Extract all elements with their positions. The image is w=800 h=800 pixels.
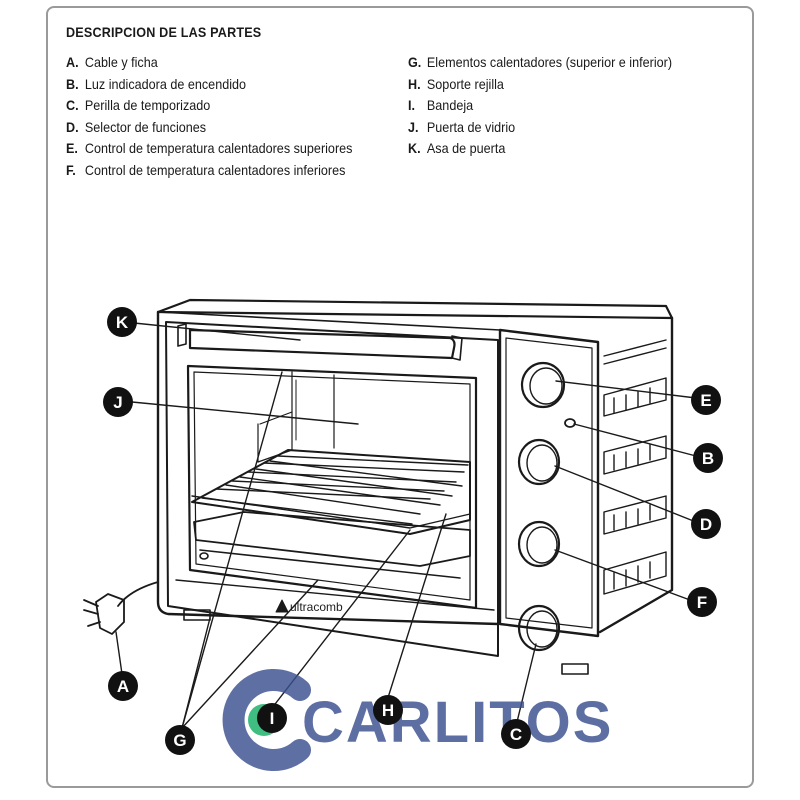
callout-j: J <box>103 387 133 417</box>
baking-tray <box>193 511 471 579</box>
part-item-h: H.Soporte rejilla <box>408 75 504 92</box>
knob-lower-temp[interactable] <box>517 520 561 568</box>
callout-d: D <box>691 509 721 539</box>
svg-text:J: J <box>113 393 122 412</box>
svg-text:E: E <box>700 391 711 410</box>
part-item-a: A.Cable y ficha <box>66 54 158 70</box>
svg-text:D: D <box>700 515 712 534</box>
callout-c: C <box>501 719 531 749</box>
knob-timer[interactable] <box>517 604 561 652</box>
part-item-f: F.Control de temperatura calentadores in… <box>66 161 346 178</box>
side-vents <box>603 339 667 595</box>
part-item-e: E.Control de temperatura calentadores su… <box>66 140 353 156</box>
callout-b: B <box>693 443 723 473</box>
brand-logo: ultracomb <box>275 599 343 614</box>
parts-heading: DESCRIPCION DE LAS PARTES <box>66 24 262 40</box>
power-cord-plug <box>83 581 159 635</box>
knob-upper-temp[interactable] <box>520 361 566 409</box>
parts-list-left: A.Cable y ficha B.Luz indicadora de ence… <box>66 52 352 181</box>
svg-text:K: K <box>116 313 129 332</box>
part-item-i: I.Bandeja <box>408 97 474 113</box>
svg-text:A: A <box>117 677 129 696</box>
svg-text:H: H <box>382 701 394 720</box>
knob-function-selector[interactable] <box>517 438 561 486</box>
control-panel <box>498 328 600 652</box>
brand-logo-text: ultracomb <box>290 600 343 614</box>
svg-text:F: F <box>697 593 707 612</box>
door-handle <box>177 323 463 361</box>
watermark-text: CARLITOS <box>302 690 613 755</box>
diagram-frame <box>46 6 754 788</box>
svg-text:C: C <box>510 725 522 744</box>
part-item-g: G.Elementos calentadores (superior e inf… <box>408 54 673 70</box>
power-indicator-light <box>564 418 576 428</box>
part-item-b: B.Luz indicadora de encendido <box>66 75 247 92</box>
door-bottom-trim <box>175 579 495 611</box>
callout-g: G <box>165 725 195 755</box>
callout-e: E <box>691 385 721 415</box>
callout-h: H <box>373 695 403 725</box>
part-item-j: J.Puerta de vidrio <box>408 118 516 135</box>
wire-rack <box>191 449 471 535</box>
callout-f: F <box>687 587 717 617</box>
watermark: CARLITOS <box>222 669 613 771</box>
svg-text:B: B <box>702 449 714 468</box>
leader-lines <box>115 322 697 729</box>
oven-body <box>156 298 674 675</box>
callout-k: K <box>107 307 137 337</box>
part-item-c: C.Perilla de temporizado <box>66 97 211 113</box>
svg-text:G: G <box>173 731 186 750</box>
part-item-d: D.Selector de funciones <box>66 118 207 135</box>
parts-list-right: G.Elementos calentadores (superior e inf… <box>408 52 672 160</box>
callout-i: I <box>257 703 287 733</box>
callout-a: A <box>108 671 138 701</box>
part-item-k: K.Asa de puerta <box>408 140 506 156</box>
svg-text:I: I <box>270 709 275 728</box>
